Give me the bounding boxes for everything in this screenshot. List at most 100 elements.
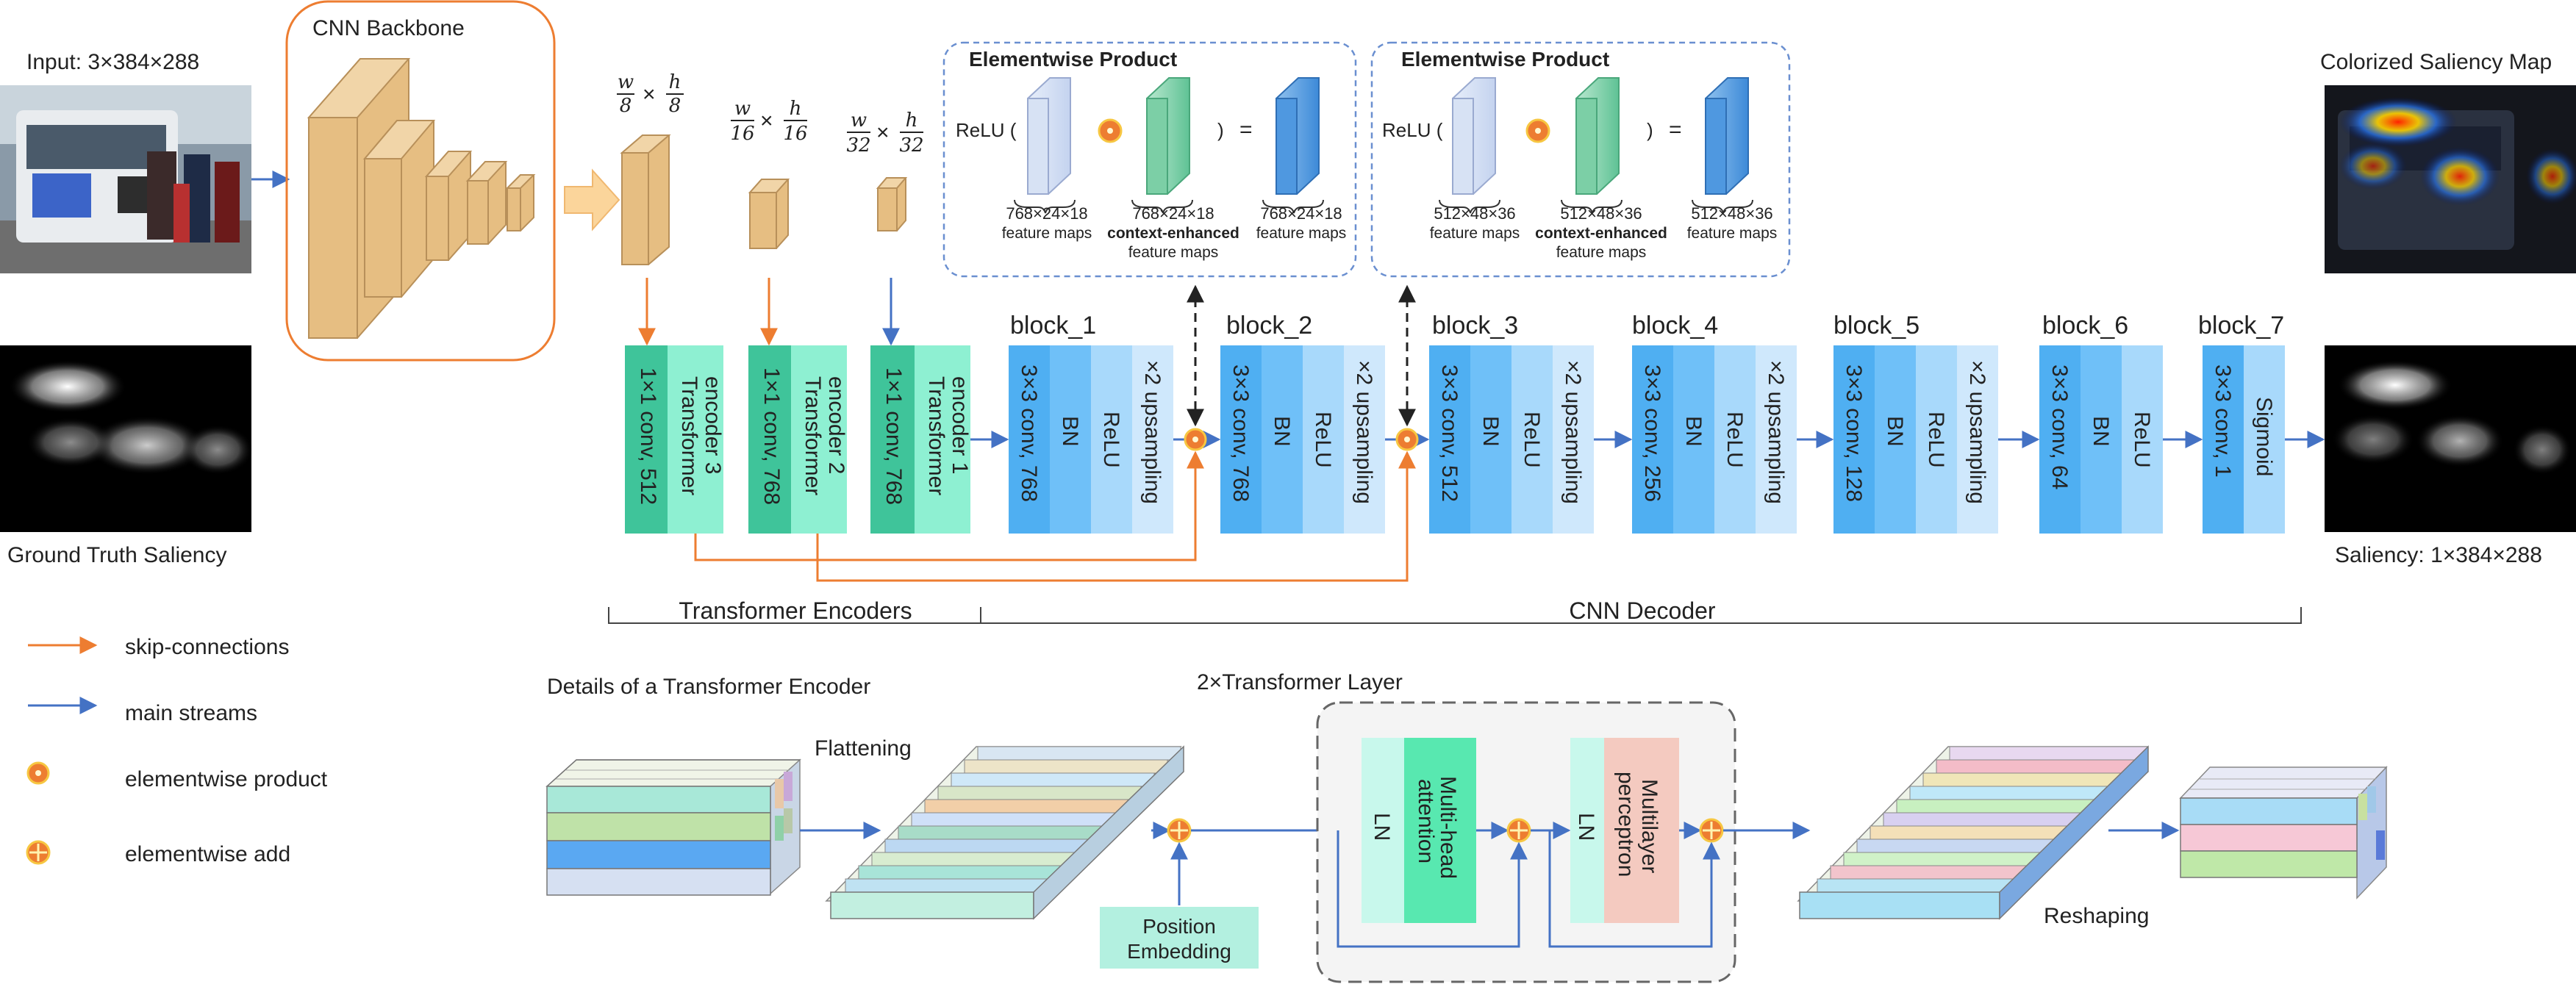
decoder-block-7: block_7 3×3 conv, 1 Sigmoid bbox=[2198, 312, 2285, 534]
block-3-upsampling: ×2 upsampling bbox=[1561, 360, 1585, 504]
product-2-a-desc: feature maps bbox=[1430, 225, 1520, 242]
block-4-upsampling: ×2 upsampling bbox=[1764, 360, 1788, 504]
scale-2-h-den: 16 bbox=[783, 123, 807, 145]
product-2-c-dims: 512×48×36 bbox=[1691, 204, 1772, 223]
position-embedding-line1: Position bbox=[1142, 915, 1216, 938]
block-3-relu: ReLU bbox=[1520, 412, 1544, 468]
block-7-conv: 3×3 conv, 1 bbox=[2211, 364, 2235, 478]
input-section: Input: 3×384×288 Ground Truth Saliency bbox=[0, 50, 290, 567]
mlp-box bbox=[1604, 738, 1679, 923]
product-2-relu: ReLU ( bbox=[1382, 119, 1443, 141]
scale-features: w 8 × h 8 w 16 × h 16 w 32 bbox=[617, 71, 924, 346]
product-2-b-dims: 512×48×36 bbox=[1560, 204, 1642, 223]
colorized-saliency-image bbox=[2325, 85, 2576, 273]
product-1-a-desc: feature maps bbox=[1002, 225, 1092, 242]
input-feature-cube bbox=[545, 758, 801, 896]
residual-2 bbox=[1548, 830, 1720, 948]
scale-2-w: w bbox=[734, 98, 751, 120]
scale-2-w-den: 16 bbox=[730, 123, 754, 145]
output-tokens bbox=[1797, 745, 2149, 920]
transformer-layer-title: 2×Transformer Layer bbox=[1197, 670, 1403, 694]
mlp-line2: perceptron bbox=[1614, 772, 1638, 877]
block-1-conv: 3×3 conv, 768 bbox=[1017, 364, 1041, 502]
block-3-title: block_3 bbox=[1432, 312, 1518, 340]
product-2-close: ) bbox=[1647, 119, 1653, 141]
scale-1-w: w bbox=[618, 71, 634, 93]
cnn-decoder-label: CNN Decoder bbox=[1569, 597, 1716, 624]
encoder-2-name-line1: Transformer bbox=[801, 376, 825, 495]
ln-box-1 bbox=[1362, 738, 1404, 923]
flattened-tokens bbox=[825, 745, 1184, 920]
product-panel-2: Elementwise Product ReLU ( ) = 512×48×36… bbox=[1370, 41, 1791, 278]
scale-1-w-den: 8 bbox=[620, 95, 632, 117]
block-1-title: block_1 bbox=[1010, 312, 1096, 340]
product-panel-1: Elementwise Product ReLU ( ) = 768×24×18… bbox=[942, 41, 1357, 278]
block-2-relu: ReLU bbox=[1311, 412, 1335, 468]
input-photo bbox=[0, 85, 251, 273]
product-1-a-dims: 768×24×18 bbox=[1006, 204, 1087, 223]
ground-truth-image bbox=[0, 345, 253, 532]
backbone-frame bbox=[285, 0, 556, 362]
product-1-c-dims: 768×24×18 bbox=[1260, 204, 1342, 223]
times-2: × bbox=[760, 109, 773, 133]
output-feature-cube bbox=[2179, 766, 2388, 899]
block-2-bn: BN bbox=[1270, 416, 1294, 447]
decoder-block-6: block_6 3×3 conv, 64 BN ReLU bbox=[2039, 312, 2163, 534]
block-5-conv: 3×3 conv, 128 bbox=[1842, 364, 1866, 502]
scale-1-h: h bbox=[669, 71, 681, 93]
block-2-conv: 3×3 conv, 768 bbox=[1228, 364, 1253, 502]
scale-3-w: w bbox=[851, 109, 867, 132]
legend-product-label: elementwise product bbox=[125, 767, 328, 791]
block-5-title: block_5 bbox=[1833, 312, 1920, 340]
legend-product-icon bbox=[26, 761, 50, 785]
add-node-pos bbox=[1167, 818, 1192, 843]
block-6-conv: 3×3 conv, 64 bbox=[2047, 364, 2072, 489]
product-1-c-desc: feature maps bbox=[1256, 225, 1347, 242]
scale-3-h-den: 32 bbox=[899, 134, 923, 157]
legend: skip-connections main streams elementwis… bbox=[26, 635, 328, 866]
scale-3-w-den: 32 bbox=[846, 134, 870, 157]
residual-1 bbox=[1337, 830, 1528, 948]
input-label: Input: 3×384×288 bbox=[26, 50, 199, 74]
decoder-block-5: block_5 3×3 conv, 128 BN ReLU ×2 upsampl… bbox=[1833, 312, 1998, 534]
product-1-title: Elementwise Product bbox=[969, 48, 1177, 71]
decoder-block-1: block_1 3×3 conv, 768 BN ReLU ×2 upsampl… bbox=[1009, 312, 1173, 534]
encoder-3-name-line1: Transformer bbox=[677, 376, 701, 495]
transformer-encoders: 1×1 conv, 512 Transformer encoder 3 1×1 … bbox=[625, 345, 972, 534]
legend-add-icon bbox=[26, 840, 51, 865]
block-4-title: block_4 bbox=[1632, 312, 1718, 340]
product-2-c-desc: feature maps bbox=[1687, 225, 1778, 242]
decoder-block-2: block_2 3×3 conv, 768 BN ReLU ×2 upsampl… bbox=[1220, 312, 1385, 534]
block-7-sigmoid: Sigmoid bbox=[2252, 397, 2276, 476]
product-node-1 bbox=[1184, 428, 1207, 451]
scale-3: w 32 × h 32 bbox=[846, 109, 924, 231]
encoder-1-conv: 1×1 conv, 768 bbox=[881, 367, 906, 505]
scale-3-h: h bbox=[906, 109, 918, 132]
block-4-bn: BN bbox=[1681, 416, 1706, 447]
block-2-upsampling: ×2 upsampling bbox=[1352, 360, 1376, 504]
legend-add-label: elementwise add bbox=[125, 842, 290, 866]
block-3-conv: 3×3 conv, 512 bbox=[1437, 364, 1461, 502]
block-6-title: block_6 bbox=[2042, 312, 2128, 340]
ln-label-2: LN bbox=[1574, 813, 1598, 841]
backbone-layers bbox=[307, 58, 536, 339]
flattening-label: Flattening bbox=[815, 736, 912, 761]
block-6-bn: BN bbox=[2089, 416, 2113, 447]
encoder-details: Details of a Transformer Encoder Flatten… bbox=[545, 670, 2388, 983]
block-1-relu: ReLU bbox=[1099, 412, 1123, 468]
scale-2-h: h bbox=[790, 98, 802, 120]
position-embedding-box bbox=[1100, 907, 1259, 969]
product-2-b-desc2: feature maps bbox=[1556, 244, 1647, 261]
encoder-1-name-line1: Transformer bbox=[924, 376, 948, 495]
scale-1: w 8 × h 8 bbox=[617, 71, 684, 265]
scale-2: w 16 × h 16 bbox=[730, 98, 808, 249]
product-1-close: ) bbox=[1217, 119, 1224, 141]
ln-label-1: LN bbox=[1370, 813, 1394, 841]
decoder-block-4: block_4 3×3 conv, 256 BN ReLU ×2 upsampl… bbox=[1632, 312, 1797, 534]
encoder-1: 1×1 conv, 768 Transformer encoder 1 bbox=[870, 345, 972, 534]
block-7-title: block_7 bbox=[2198, 312, 2284, 340]
position-embedding-line2: Embedding bbox=[1127, 940, 1231, 963]
block-1-bn: BN bbox=[1058, 416, 1082, 447]
backbone-output-arrow bbox=[564, 168, 620, 231]
section-brackets: Transformer Encoders CNN Decoder bbox=[608, 597, 2302, 624]
